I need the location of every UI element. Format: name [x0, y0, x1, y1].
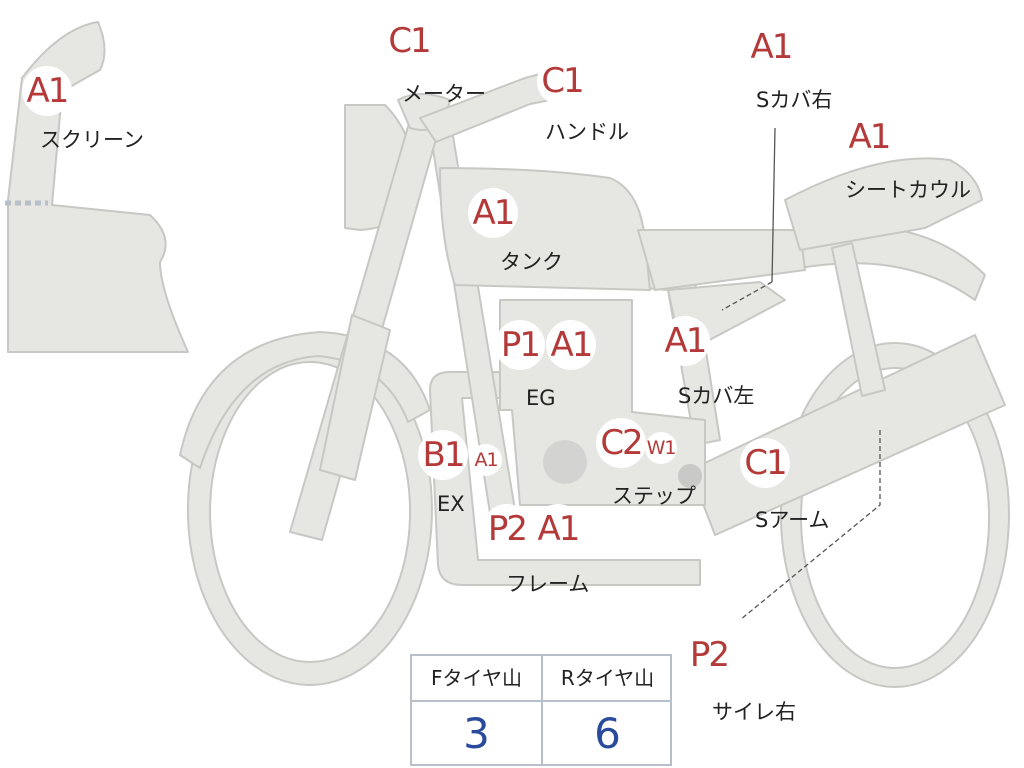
seatcowl-grade-badge: A1: [844, 112, 894, 162]
exhaust-label: EX: [437, 492, 465, 516]
handle-label: ハンドル: [545, 120, 629, 144]
engine-grade-badge-2: A1: [546, 320, 596, 370]
screen-label: スクリーン: [40, 128, 144, 152]
leader-line-sidewall: [739, 430, 881, 621]
exhaust-grade-badge-1: B1: [418, 430, 468, 480]
frame-grade-badge-2: A1: [533, 504, 583, 554]
handle-grade-badge: C1: [537, 56, 587, 106]
leader-line-scover-right-dash: [721, 281, 773, 311]
rear-shock: [831, 242, 886, 397]
meter-label: メーター: [402, 82, 486, 106]
engine-cover: [543, 440, 587, 484]
sidewall-right-label: サイレ右: [712, 700, 796, 724]
frame-grade-badge-1: P2: [482, 504, 532, 554]
exhaust-grade-badge-2: A1: [470, 444, 502, 476]
engine-grade-badge-1: P1: [495, 320, 545, 370]
tank-label: タンク: [500, 250, 563, 274]
front-tire-tread-value: 3: [463, 709, 490, 758]
sarm-grade-badge: C1: [740, 438, 790, 488]
seat-cowl: [784, 157, 983, 251]
scover-right-label: Sカバ右: [756, 88, 833, 112]
exhaust-pipe: [429, 371, 701, 586]
step-grade-badge-1: C2: [596, 418, 646, 468]
tire-tread-table: Fタイヤ山 Rタイヤ山 3 6: [410, 654, 672, 766]
meter-grade-badge: C1: [384, 16, 434, 66]
sarm-label: Sアーム: [755, 508, 830, 532]
rear-tire-tread-header: Rタイヤ山: [560, 666, 655, 690]
step-label: ステップ: [612, 484, 696, 508]
tank-grade-badge: A1: [468, 188, 518, 238]
scover-right-grade-badge: A1: [746, 22, 796, 72]
fork-guard: [319, 314, 391, 481]
screen-grade-badge: A1: [22, 66, 72, 116]
sidewall-right-grade-badge: P2: [684, 630, 734, 680]
scover-left-label: Sカバ左: [678, 384, 755, 408]
engine-label: EG: [526, 386, 556, 410]
frame-label: フレーム: [506, 572, 590, 596]
step-grade-badge-2: W1: [645, 432, 677, 464]
seatcowl-label: シートカウル: [845, 178, 971, 202]
footpeg-joint: [678, 464, 702, 488]
seat: [637, 229, 806, 291]
table-divider-vertical: [541, 656, 543, 764]
rear-tire-tread-value: 6: [594, 709, 621, 758]
front-tire-tread-header: Fタイヤ山: [431, 666, 522, 690]
leader-line-scover-right: [771, 127, 776, 283]
scover-left-grade-badge: A1: [660, 316, 710, 366]
